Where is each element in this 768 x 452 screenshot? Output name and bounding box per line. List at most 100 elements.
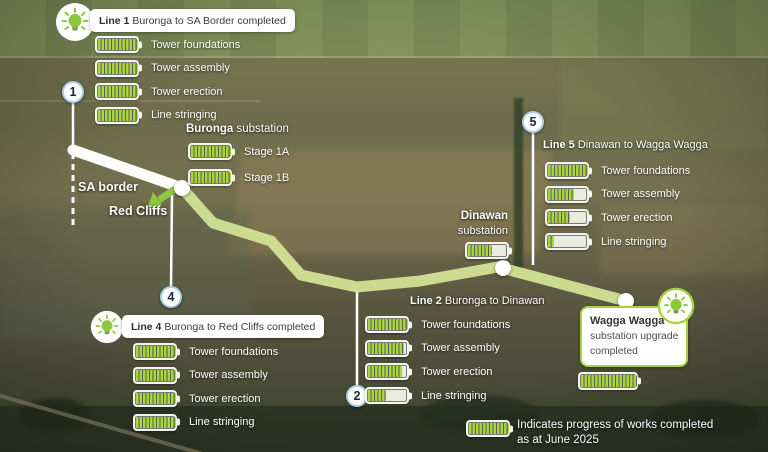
progress-row: Tower erection <box>545 209 690 227</box>
progress-label: Tower erection <box>601 211 673 224</box>
progress-row: Tower foundations <box>95 36 240 53</box>
progress-row: Tower foundations <box>365 316 510 333</box>
line5-title-rest: Dinawan to Wagga Wagga <box>574 139 708 151</box>
progress-label: Tower erection <box>189 392 261 405</box>
progress-row: Tower assembly <box>133 366 278 384</box>
progress-label: Tower foundations <box>601 164 691 177</box>
legend-text-line2: as at June 2025 <box>517 434 599 446</box>
lightbulb-icon <box>657 287 695 325</box>
progress-row: Tower erection <box>365 363 510 381</box>
lightbulb-icon <box>56 3 94 41</box>
progress-row: Stage 1B <box>188 169 289 186</box>
line4-title-rest: Buronga to Red Cliffs completed <box>164 320 316 333</box>
red-cliffs-label: Red Cliffs <box>109 204 168 218</box>
line4-title: Line 4 Buronga to Red Cliffs completed <box>122 315 325 338</box>
legend-battery <box>466 420 510 437</box>
red-cliffs-arrow-head <box>147 192 162 209</box>
route-line1-white <box>67 144 188 194</box>
line2-title-bold: Line 2 <box>410 295 442 307</box>
progress-label: Stage 1A <box>244 145 290 158</box>
field-boundary <box>0 56 768 58</box>
buronga-substation-label: Buronga substation <box>186 123 289 135</box>
wagga-substation-node <box>618 293 634 309</box>
progress-battery <box>365 387 409 405</box>
tree-line <box>514 98 523 270</box>
line2-title: Line 2 Buronga to Dinawan <box>410 295 545 307</box>
progress-label: Line stringing <box>601 235 667 248</box>
progress-label: Tower assembly <box>421 342 500 355</box>
line5-title: Line 5 Dinawan to Wagga Wagga <box>543 139 708 151</box>
progress-label: Line stringing <box>189 416 255 428</box>
progress-row: Tower assembly <box>95 59 240 77</box>
line5-progress-list: Tower foundations Tower assembly Tower e… <box>545 162 690 257</box>
wagga-title: Wagga Wagga <box>590 315 665 327</box>
progress-battery <box>95 106 139 124</box>
progress-row: Line stringing <box>95 106 240 124</box>
wagga-line2: substation upgrade <box>590 331 679 342</box>
progress-row: Tower assembly <box>365 339 510 357</box>
field-boundary <box>0 100 260 102</box>
marker-1: 1 <box>62 81 84 103</box>
progress-label: Tower assembly <box>151 62 230 74</box>
progress-battery <box>95 83 139 100</box>
buronga-substation-node <box>174 180 190 196</box>
line5-title-bold: Line 5 <box>543 139 575 151</box>
dinawan-substation-label: Dinawan substation <box>430 209 508 239</box>
progress-row: Tower assembly <box>545 185 690 203</box>
dinawan-label-rest: substation <box>457 225 508 237</box>
field-patch <box>600 205 768 275</box>
line4-progress-list: Tower foundations Tower assembly Tower e… <box>133 343 278 437</box>
line1-title-rest: Buronga to SA Border completed <box>132 14 286 27</box>
progress-battery <box>545 162 589 179</box>
line1-title-bold: Line 1 <box>99 14 130 27</box>
progress-row: Line stringing <box>365 387 510 405</box>
red-cliffs-arrow-shaft <box>157 186 177 203</box>
progress-battery <box>133 343 177 360</box>
line1-title: Line 1 Buronga to SA Border completed <box>90 9 295 32</box>
legend-text-line1: Indicates progress of works completed <box>517 419 714 431</box>
progress-label: Tower foundations <box>421 318 511 331</box>
marker-4-number: 4 <box>167 290 175 304</box>
progress-battery <box>133 366 177 384</box>
progress-battery <box>95 36 139 53</box>
progress-label: Line stringing <box>151 109 217 121</box>
progress-label: Tower assembly <box>601 188 680 201</box>
progress-label: Tower erection <box>151 85 223 98</box>
progress-label: Line stringing <box>421 389 487 402</box>
buronga-label-bold: Buronga <box>186 123 234 135</box>
legend-text: Indicates progress of works completed as… <box>517 418 713 448</box>
progress-label: Stage 1B <box>244 171 290 184</box>
progress-label: Tower foundations <box>189 345 279 358</box>
wagga-progress-battery <box>578 372 638 390</box>
route-line-green <box>176 182 632 307</box>
marker-5-number: 5 <box>529 115 537 129</box>
progress-row: Tower erection <box>133 390 278 407</box>
progress-battery <box>188 169 232 186</box>
progress-battery <box>545 209 589 227</box>
dinawan-label-bold: Dinawan <box>460 210 508 222</box>
progress-battery <box>365 339 409 357</box>
progress-label: Tower assembly <box>189 369 268 381</box>
marker-1-number: 1 <box>69 85 77 99</box>
marker4-connector <box>169 194 174 288</box>
marker-5: 5 <box>522 111 544 133</box>
tree-cluster <box>650 400 760 438</box>
progress-battery <box>95 59 139 77</box>
progress-row: Tower erection <box>95 83 240 100</box>
line2-title-rest: Buronga to Dinawan <box>441 295 545 307</box>
progress-battery <box>188 143 232 160</box>
progress-battery <box>545 185 589 203</box>
dinawan-substation-node <box>495 260 511 276</box>
sa-border-label: SA border <box>78 180 138 194</box>
progress-row: Line stringing <box>545 233 690 251</box>
progress-battery <box>133 413 177 431</box>
progress-battery <box>365 363 409 381</box>
progress-battery <box>545 233 589 251</box>
progress-row: Tower foundations <box>545 162 690 179</box>
buronga-stage-list: Stage 1A Stage 1B <box>188 143 289 195</box>
wagga-line3: completed <box>590 346 638 357</box>
marker-2-number: 2 <box>353 389 361 403</box>
tree-band <box>0 406 768 452</box>
